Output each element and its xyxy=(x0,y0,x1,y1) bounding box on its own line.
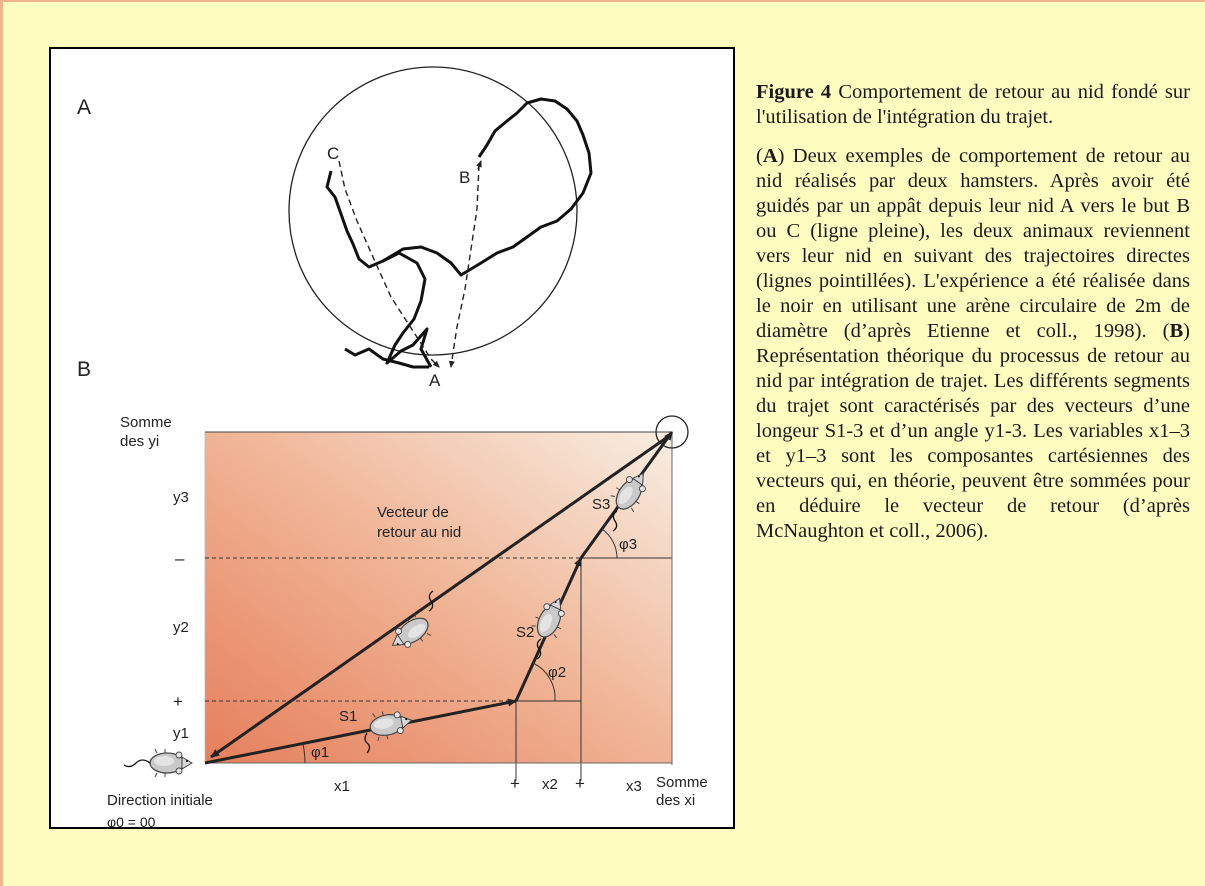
x-sum-title-2: des xi xyxy=(656,792,695,809)
nest-label: A xyxy=(429,371,441,390)
phi0-label: φ0 = 00 xyxy=(107,814,156,827)
y-plus-label: + xyxy=(173,692,183,711)
initial-direction-label: Direction initiale xyxy=(107,792,213,809)
arena-circle xyxy=(288,66,578,356)
figure-panel: A C B A B xyxy=(49,47,735,829)
goal-circle xyxy=(655,415,689,449)
y-minus-label: – xyxy=(175,549,185,568)
return-vector-label-2: retour au nid xyxy=(377,524,461,541)
goal-b-label: B xyxy=(459,168,470,187)
x2-label: x2 xyxy=(542,776,558,793)
x-plus-label-2: + xyxy=(575,774,585,793)
caption-a-label: A xyxy=(762,145,778,167)
y2-label: y2 xyxy=(173,619,189,636)
y-sum-title-2: des yi xyxy=(120,433,159,450)
s1-label: S1 xyxy=(339,708,357,725)
caption-b-label: B xyxy=(1169,320,1184,342)
caption-figure-number: Figure 4 xyxy=(756,81,832,103)
x-sum-title-1: Somme xyxy=(656,774,708,791)
phi1-label: φ1 xyxy=(311,744,329,761)
arrow-b xyxy=(476,160,482,170)
path-to-b-solid xyxy=(382,97,593,277)
figure-caption: Figure 4 Comportement de retour au nid f… xyxy=(756,80,1190,558)
return-vector xyxy=(210,434,670,759)
panel-b-label: B xyxy=(77,358,91,381)
y3-label: y3 xyxy=(173,489,189,506)
caption-a-open: ( xyxy=(756,145,763,167)
y-sum-title-1: Somme xyxy=(120,414,172,431)
angle-arc-phi3 xyxy=(601,528,618,559)
caption-title-text: Comportement de retour au nid fondé sur … xyxy=(756,81,1190,128)
x-plus-label-1: + xyxy=(510,774,520,793)
caption-b-text: ) Représentation théorique du processus … xyxy=(756,320,1190,542)
path-loop-solid xyxy=(344,347,429,369)
x1-label: x1 xyxy=(334,778,350,795)
hamster-s1-tail xyxy=(364,732,371,754)
caption-body-paragraph: (A) Deux exemples de comportement de ret… xyxy=(756,144,1190,544)
s3-label: S3 xyxy=(592,496,610,513)
angle-arc-phi1 xyxy=(302,743,306,764)
caption-a-text: ) Deux exemples de comportement de retou… xyxy=(756,145,1190,342)
figure-svg: A C B A B xyxy=(77,66,708,827)
return-vector-label-1: Vecteur de xyxy=(377,504,449,521)
phi2-label: φ2 xyxy=(548,664,566,681)
panel-a-label: A xyxy=(77,96,91,119)
phi3-label: φ3 xyxy=(619,536,637,553)
hamster-start xyxy=(149,748,193,778)
y1-label: y1 xyxy=(173,725,189,742)
hamster-s3-tail xyxy=(612,510,618,532)
path-to-c-solid xyxy=(325,170,433,368)
angle-arc-phi2 xyxy=(532,662,556,702)
hamster-s2-tail xyxy=(536,638,542,660)
hamster-return-tail xyxy=(428,590,434,612)
path-c-return-dashed xyxy=(338,160,440,368)
s2-label: S2 xyxy=(516,624,534,641)
caption-title-paragraph: Figure 4 Comportement de retour au nid f… xyxy=(756,80,1190,130)
vector-s1 xyxy=(204,698,517,765)
x3-label: x3 xyxy=(626,778,642,795)
goal-c-label: C xyxy=(327,144,339,163)
path-b-return-dashed xyxy=(448,164,480,368)
hamster-start-tail xyxy=(123,759,151,768)
